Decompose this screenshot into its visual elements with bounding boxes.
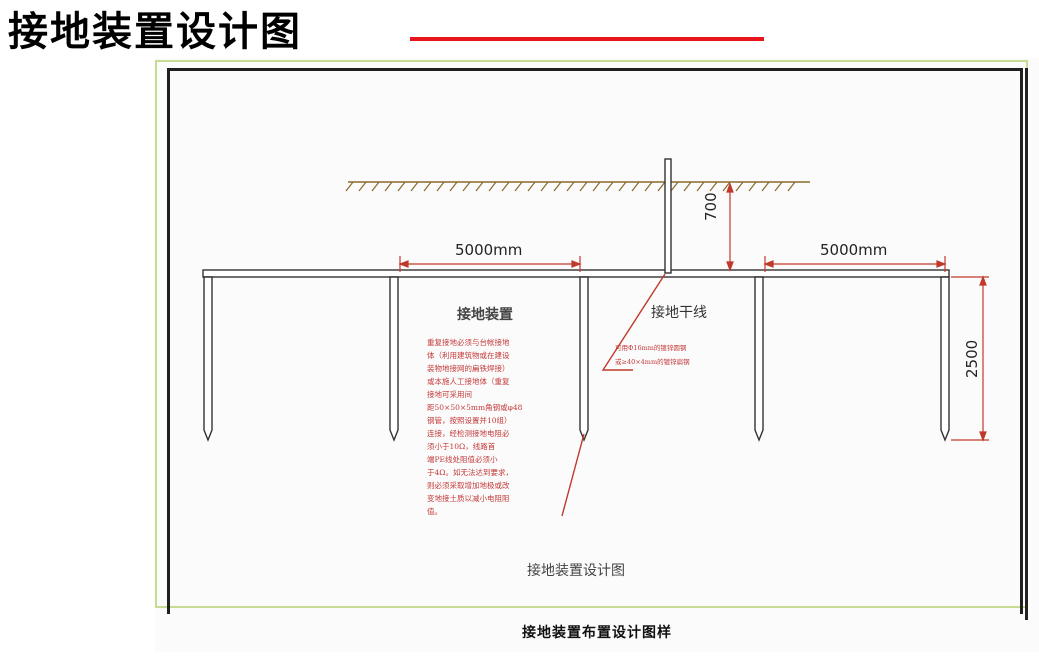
hatch-mark	[761, 181, 770, 192]
figure-right-border	[1025, 68, 1028, 620]
hatch-mark	[514, 181, 523, 192]
hatch-mark	[787, 181, 796, 192]
note-line: 则必须采取增加地极或改	[427, 481, 510, 490]
hatch-mark	[670, 181, 679, 192]
note-line: 变地接土质以减小电阻阻	[427, 494, 510, 503]
hatch-mark	[449, 181, 458, 192]
grounding-trunk-note: 可用Φ16mm的镀锌圆钢 或≥40×4mm的镀锌扁钢	[615, 341, 690, 369]
slide-title: 接地装置设计图	[8, 9, 302, 55]
hatch-mark	[774, 181, 783, 192]
note-line: 装物地接网的扁铁焊接）	[427, 364, 510, 373]
electrode-1	[203, 276, 213, 442]
note-line: 接地可采用间	[427, 390, 472, 399]
note-line: 须小于10Ω，线路首	[427, 442, 496, 451]
note-line: 于4Ω。如无法达到要求，	[427, 468, 513, 477]
hatch-mark	[384, 181, 393, 192]
design-figure: 5000mm 5000mm 700 2500 接地装置 接地干线 重复接地必须与…	[155, 58, 1039, 652]
hatch-mark	[696, 181, 705, 192]
electrode-4	[754, 276, 764, 442]
hatch-mark	[397, 181, 406, 192]
dimension-electrode-length	[951, 275, 989, 442]
figure-inner-border	[167, 68, 1023, 614]
grounding-device-note: 重复接地必须与台帐接地 体（利用建筑物或在建设 装物地接网的扁铁焊接） 或本施人…	[427, 336, 522, 518]
trunk-leader-line	[601, 273, 666, 371]
hatch-mark	[748, 181, 757, 192]
electrode-2	[389, 276, 399, 442]
hatch-mark	[423, 181, 432, 192]
ground-electrodes	[203, 276, 950, 442]
device-leader-line	[561, 433, 585, 517]
hatch-mark	[345, 181, 354, 192]
horizontal-grounding-bar	[202, 269, 950, 278]
hatch-mark	[631, 181, 640, 192]
dimension-burial-depth	[726, 182, 734, 272]
ground-hatching	[345, 181, 796, 192]
hatch-mark	[618, 181, 627, 192]
hatch-mark	[657, 181, 666, 192]
electrode-3	[579, 276, 589, 442]
hatch-mark	[462, 181, 471, 192]
note-line: 距50×50×5mm角钢或φ48	[427, 403, 523, 412]
hatch-mark	[501, 181, 510, 192]
note-line: 值。	[427, 507, 442, 516]
spacing-left-label: 5000mm	[455, 241, 523, 259]
note-line: 或≥40×4mm的镀锌扁钢	[615, 358, 690, 366]
dimension-spacing-left	[398, 256, 582, 272]
hatch-mark	[722, 181, 731, 192]
dimension-spacing-right	[763, 256, 947, 272]
hatch-mark	[553, 181, 562, 192]
hatch-mark	[566, 181, 575, 192]
burial-depth-label: 700	[702, 192, 720, 221]
grounding-drawing	[202, 158, 989, 517]
note-line: 可用Φ16mm的镀锌圆钢	[615, 344, 687, 352]
note-line: 重复接地必须与台帐接地	[427, 338, 510, 347]
title-underline	[410, 37, 764, 41]
note-line: 体（利用建筑物或在建设	[427, 351, 510, 360]
hatch-mark	[735, 181, 744, 192]
hatch-mark	[527, 181, 536, 192]
hatch-mark	[358, 181, 367, 192]
note-line: 端PE线处阻值必须小	[427, 455, 498, 464]
hatch-mark	[410, 181, 419, 192]
electrode-5	[940, 276, 950, 442]
figure-caption: 接地装置布置设计图样	[522, 625, 672, 641]
hatch-mark	[475, 181, 484, 192]
grounding-device-label: 接地装置	[457, 307, 513, 323]
hatch-mark	[592, 181, 601, 192]
hatch-mark	[605, 181, 614, 192]
hatch-mark	[436, 181, 445, 192]
hatch-mark	[371, 181, 380, 192]
hatch-mark	[644, 181, 653, 192]
electrode-length-label: 2500	[963, 339, 981, 378]
spacing-right-label: 5000mm	[820, 241, 888, 259]
note-line: 连接，经检测接地电阻必	[427, 429, 510, 438]
hatch-mark	[683, 181, 692, 192]
hatch-mark	[540, 181, 549, 192]
hatch-mark	[709, 181, 718, 192]
hatch-mark	[488, 181, 497, 192]
grounding-trunk-label: 接地干线	[651, 305, 707, 321]
note-line: 或本施人工接地体（重复	[427, 377, 510, 386]
inner-caption: 接地装置设计图	[527, 563, 625, 579]
hatch-mark	[579, 181, 588, 192]
grounding-trunk-riser	[664, 158, 672, 274]
note-line: 钢管，按照设置并10组）	[427, 416, 512, 425]
